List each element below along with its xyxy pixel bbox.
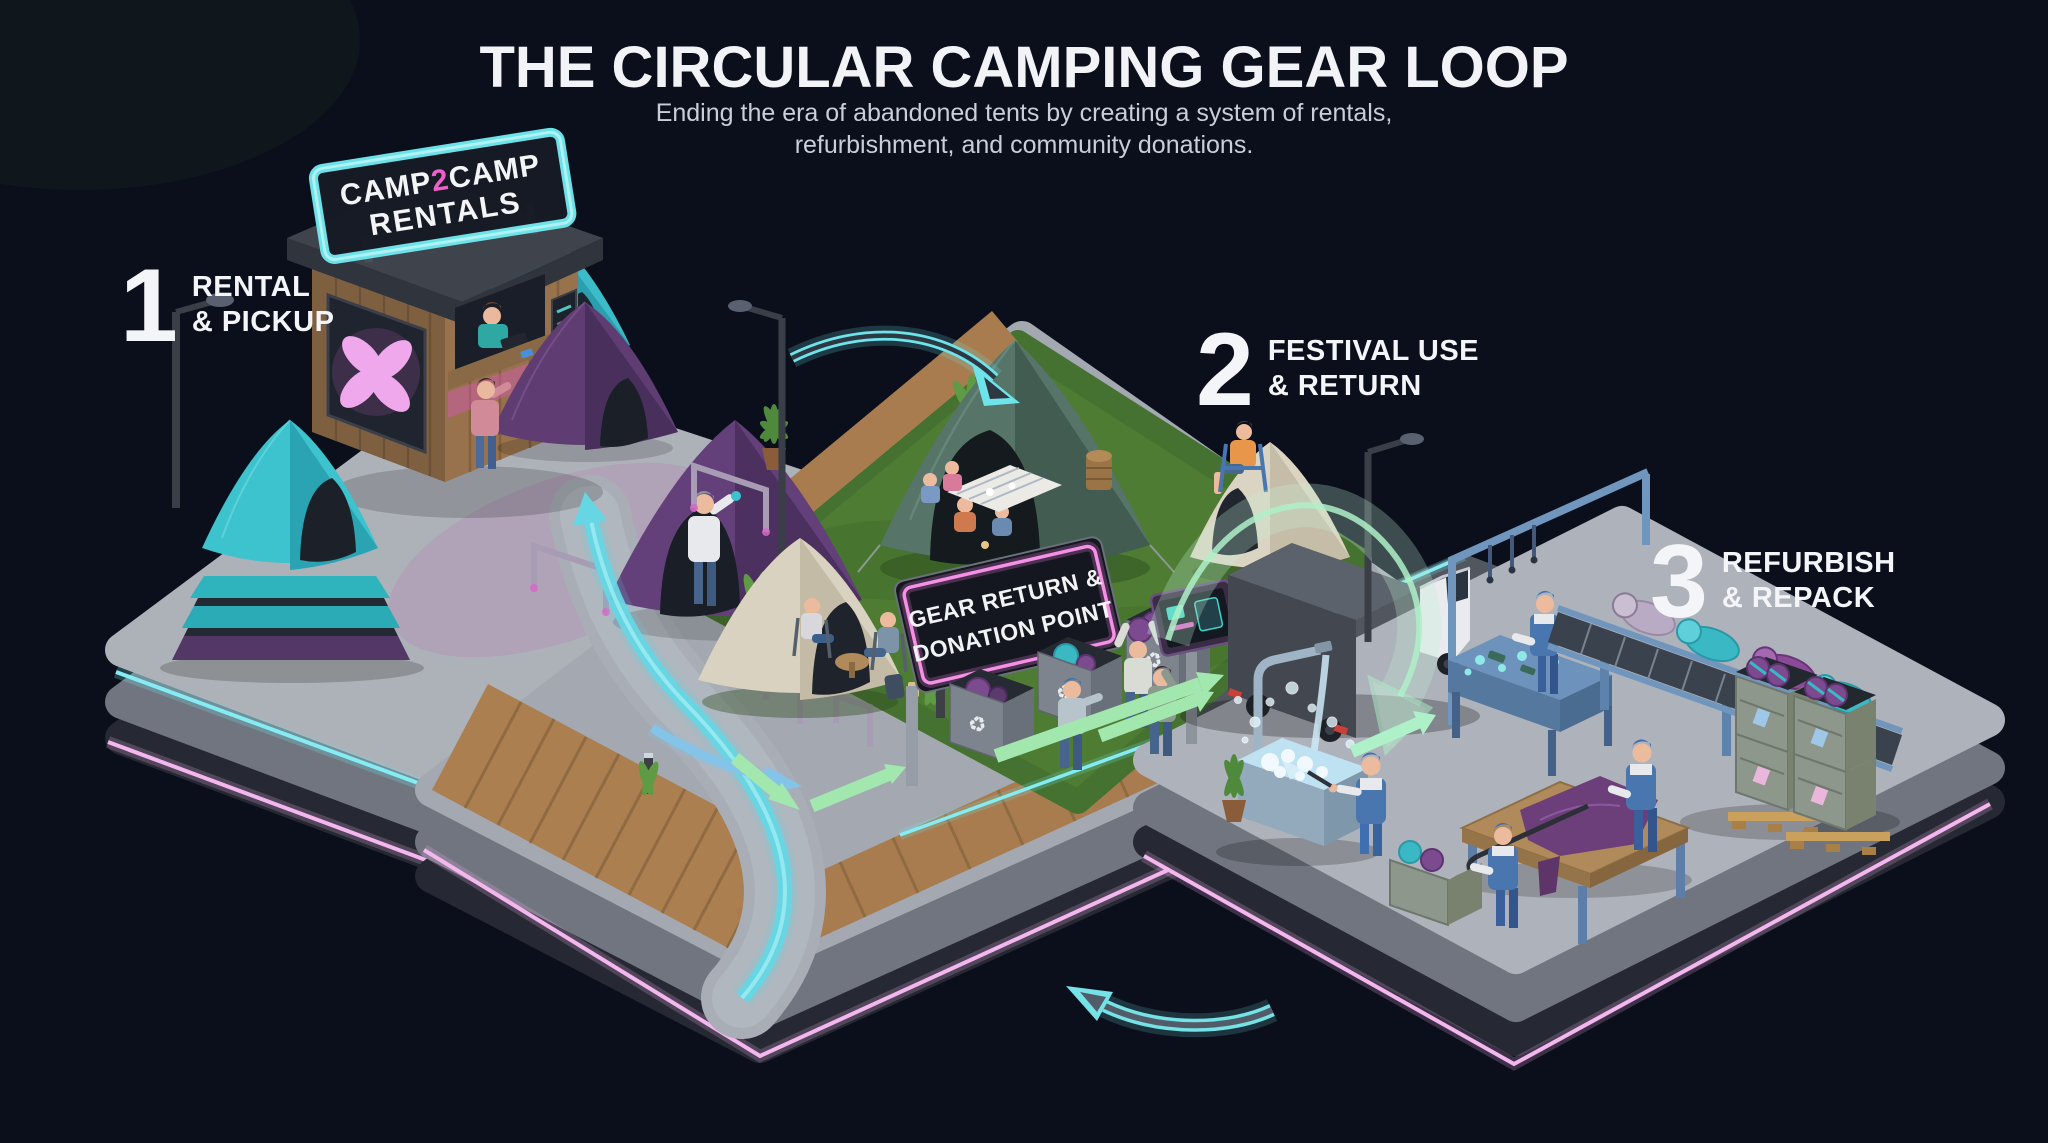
hanging-tools <box>1488 525 1536 577</box>
step-1-label: 1 RENTAL & PICKUP <box>120 248 335 364</box>
clerk-figure <box>483 307 501 325</box>
wash-tub <box>1216 640 1380 866</box>
worker-figure <box>1607 739 1657 852</box>
bubbles <box>1234 681 1355 749</box>
arrow-green <box>730 672 1224 813</box>
page-subtitle-line1: Ending the era of abandoned tents by cre… <box>655 99 1393 127</box>
step-2-line1: FESTIVAL USE <box>1267 335 1480 367</box>
booth-neon-sign: CAMP2CAMP RENTALS <box>308 127 577 264</box>
railing-caps <box>530 504 770 616</box>
step-1-number: 1 <box>120 248 178 364</box>
page-title: THE CIRCULAR CAMPING GEAR LOOP <box>479 35 1569 100</box>
arrow-walk-path <box>573 492 798 1007</box>
tent-display-stack <box>160 419 424 683</box>
purple-tent <box>492 301 678 462</box>
donation-bin: ♻ <box>949 669 1034 763</box>
camp-lounge <box>1086 420 1268 494</box>
packing-crate-small <box>1389 840 1482 927</box>
ambient-glow <box>0 0 360 190</box>
potted-plant <box>1222 754 1246 822</box>
arrow-rental-to-festival <box>787 325 1020 406</box>
camp-table-group <box>792 598 908 678</box>
campers-inside <box>954 497 1012 549</box>
booth-sign-accent: 2 <box>429 163 452 198</box>
flow-arrows <box>573 325 1442 1038</box>
camper-figure <box>688 490 741 606</box>
cleaning-station <box>1448 468 1650 776</box>
arrow-mint-small <box>1349 711 1436 758</box>
step-3-line2: & REPACK <box>1721 581 1876 614</box>
foam <box>1261 749 1328 781</box>
step-2-number: 2 <box>1196 312 1254 428</box>
street-lamp <box>1364 433 1424 642</box>
street-lamp <box>172 293 234 508</box>
customer-figure <box>471 377 512 469</box>
picnic-blanket <box>921 461 1062 512</box>
butterfly-logo <box>326 292 427 455</box>
step-1-line1: RENTAL <box>191 271 311 303</box>
step-3-number: 3 <box>1650 524 1708 640</box>
return-arrow <box>1066 986 1278 1038</box>
laptop <box>500 332 529 352</box>
pressure-washer-worker <box>1282 752 1386 856</box>
repair-table <box>1452 776 1692 944</box>
step-2-label: 2 FESTIVAL USE & RETURN <box>1196 312 1480 428</box>
worker-figure <box>1511 590 1558 694</box>
step-3-line1: REFURBISH <box>1721 547 1896 579</box>
step-3-label: 3 REFURBISH & REPACK <box>1650 524 1896 640</box>
packing-crates <box>1680 656 1900 857</box>
step-1-line2: & PICKUP <box>191 305 335 338</box>
street-lamp <box>728 300 786 560</box>
step-2-line2: & RETURN <box>1267 369 1422 402</box>
page-subtitle-line2: refurbishment, and community donations. <box>794 131 1254 159</box>
backpack <box>884 674 905 700</box>
worker-figure <box>1469 822 1518 928</box>
